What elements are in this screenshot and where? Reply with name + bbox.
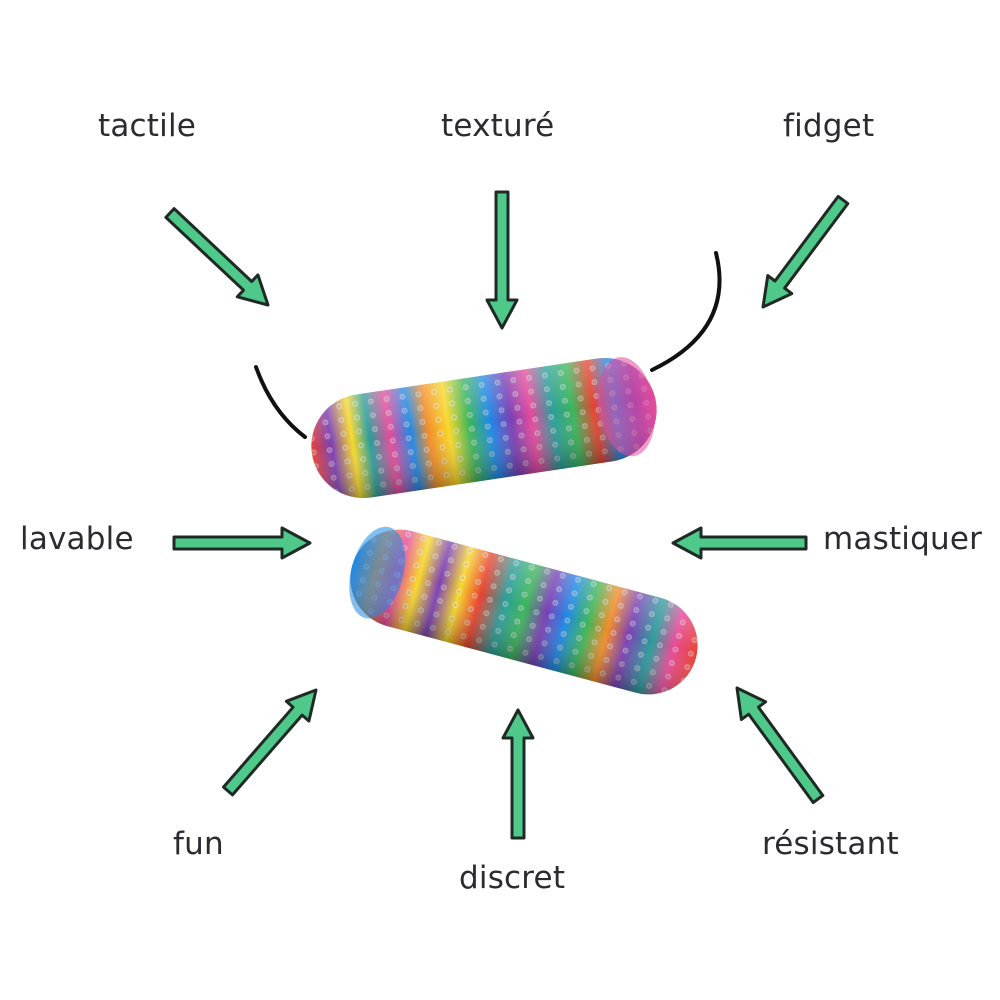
chew-tube-top: [311, 357, 657, 499]
arrow-icon: [172, 526, 312, 560]
arrow-icon: [761, 194, 850, 309]
label-tactile: tactile: [98, 108, 197, 144]
arrow-icon: [501, 708, 535, 840]
arrow-icon: [164, 207, 270, 307]
label-fun: fun: [173, 826, 224, 862]
label-texture: texturé: [441, 108, 555, 144]
arrow-icon: [735, 686, 825, 804]
label-discret: discret: [459, 860, 566, 896]
cord-icon: [650, 251, 722, 372]
arrow-icon: [222, 688, 318, 797]
cord-icon: [254, 365, 307, 439]
label-resistant: résistant: [762, 826, 899, 862]
label-fidget: fidget: [783, 108, 875, 144]
arrow-icon: [485, 190, 519, 330]
chew-tube-bottom: [349, 526, 698, 695]
arrow-icon: [671, 526, 808, 560]
label-mastiquer: mastiquer: [823, 521, 983, 557]
label-lavable: lavable: [20, 521, 134, 557]
